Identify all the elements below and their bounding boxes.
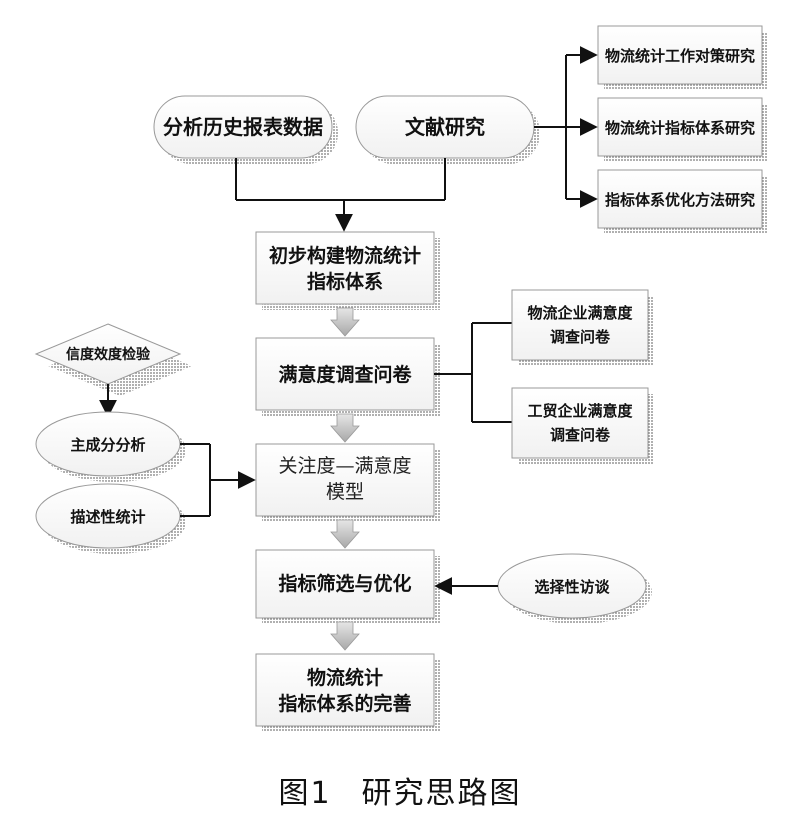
trade-survey-box: 工贸企业满意度 调查问卷 — [511, 387, 654, 464]
pca-label: 主成分分析 — [70, 436, 145, 454]
trade-survey-label-1: 工贸企业满意度 — [527, 402, 633, 420]
literature-pill: 文献研究 — [355, 95, 540, 164]
final-label-2: 指标体系的完善 — [278, 692, 411, 715]
optimization-research-label: 指标体系优化方法研究 — [605, 191, 755, 209]
model-label-2: 模型 — [326, 481, 364, 503]
reliability-diamond: 信度效度检验 — [34, 323, 192, 396]
logistics-survey-label-1: 物流企业满意度 — [527, 304, 633, 322]
initial-build-label-2: 指标体系 — [307, 270, 383, 293]
interview-label: 选择性访谈 — [534, 578, 610, 596]
descriptive-label: 描述性统计 — [70, 508, 145, 526]
reliability-label: 信度效度检验 — [66, 346, 151, 363]
literature-branch-connector — [534, 46, 598, 208]
policy-research-box: 物流统计工作对策研究 — [597, 25, 768, 90]
indicator-research-label: 物流统计指标体系研究 — [605, 119, 755, 137]
initial-build-label-1: 初步构建物流统计 — [269, 244, 421, 267]
initial-build-box: 初步构建物流统计 指标体系 — [255, 231, 440, 310]
logistics-survey-label-2: 调查问卷 — [550, 328, 611, 346]
history-data-pill: 分析历史报表数据 — [153, 95, 338, 164]
figure-title: 研究思路图 — [361, 776, 522, 811]
descriptive-ellipse: 描述性统计 — [35, 483, 186, 554]
trade-survey-label-2: 调查问卷 — [550, 426, 611, 444]
final-box: 物流统计 指标体系的完善 — [255, 653, 440, 732]
flow-arrow-3 — [330, 519, 360, 549]
optimization-research-box: 指标体系优化方法研究 — [597, 169, 768, 234]
survey-label: 满意度调查问卷 — [278, 363, 412, 386]
model-label-1: 关注度—满意度 — [278, 455, 411, 477]
literature-label: 文献研究 — [405, 115, 485, 139]
research-flow-diagram: 分析历史报表数据 文献研究 物流统计工作对策研究 物流统计指标体系研究 指标体系… — [34, 25, 768, 732]
policy-research-label: 物流统计工作对策研究 — [605, 47, 755, 65]
merge-connector — [235, 158, 446, 232]
pca-ellipse: 主成分分析 — [35, 411, 186, 482]
logistics-survey-box: 物流企业满意度 调查问卷 — [511, 289, 654, 366]
left-merge-connector — [180, 443, 256, 517]
survey-box: 满意度调查问卷 — [255, 337, 440, 416]
figure-caption: 图1 研究思路图 — [0, 768, 800, 812]
model-box: 关注度—满意度 模型 — [255, 443, 440, 522]
final-label-1: 物流统计 — [307, 666, 383, 689]
screening-label: 指标筛选与优化 — [278, 572, 411, 595]
figure-number: 图1 — [278, 776, 332, 811]
screening-box: 指标筛选与优化 — [255, 549, 440, 624]
flow-arrow-2 — [330, 413, 360, 443]
flow-arrow-4 — [330, 621, 360, 651]
interview-ellipse: 选择性访谈 — [497, 553, 652, 624]
history-data-label: 分析历史报表数据 — [163, 115, 323, 139]
survey-branch-connector — [434, 322, 512, 423]
flow-arrow-1 — [330, 307, 360, 337]
indicator-research-box: 物流统计指标体系研究 — [597, 97, 768, 162]
